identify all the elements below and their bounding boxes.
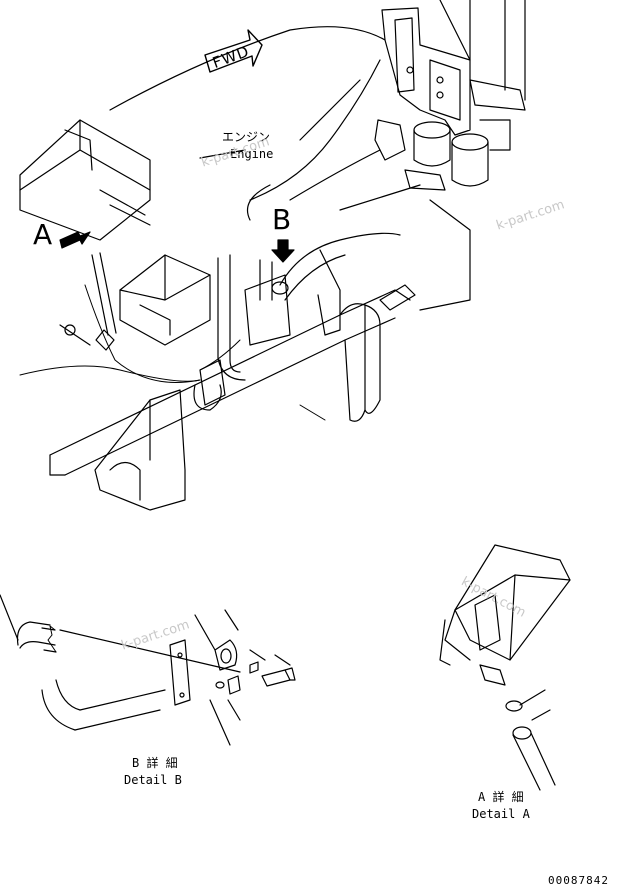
callout-a-label: A bbox=[33, 218, 53, 251]
detail-b-title-en: Detail B bbox=[124, 773, 182, 787]
detail-a-title-en: Detail A bbox=[472, 807, 530, 821]
drawing-number: 00087842 bbox=[548, 874, 609, 887]
engine-bracket bbox=[119, 254, 211, 346]
hose-a bbox=[59, 252, 117, 351]
pipe-assembly bbox=[193, 232, 401, 411]
detail-b-drawing bbox=[0, 594, 296, 746]
callout-arrow-a-icon bbox=[59, 231, 91, 249]
engine-leader bbox=[199, 149, 246, 159]
detail-a-drawing bbox=[439, 544, 571, 791]
detail-a-title-jp: A 詳 細 bbox=[478, 790, 524, 804]
engine-label-jp: エンジン bbox=[222, 130, 271, 144]
lower-bracket bbox=[94, 389, 186, 511]
callout-b-label: B bbox=[272, 203, 292, 236]
fwd-arrow-icon bbox=[204, 29, 263, 73]
engine-assembly bbox=[374, 0, 526, 191]
detail-b-title-jp: B 詳 細 bbox=[132, 756, 178, 770]
cross-member bbox=[49, 284, 416, 476]
engine-outline bbox=[109, 26, 471, 311]
harness-lines bbox=[19, 284, 326, 421]
left-component-box bbox=[19, 119, 151, 241]
engine-label-en: Engine bbox=[230, 147, 274, 161]
callout-arrow-b-icon bbox=[271, 239, 295, 263]
